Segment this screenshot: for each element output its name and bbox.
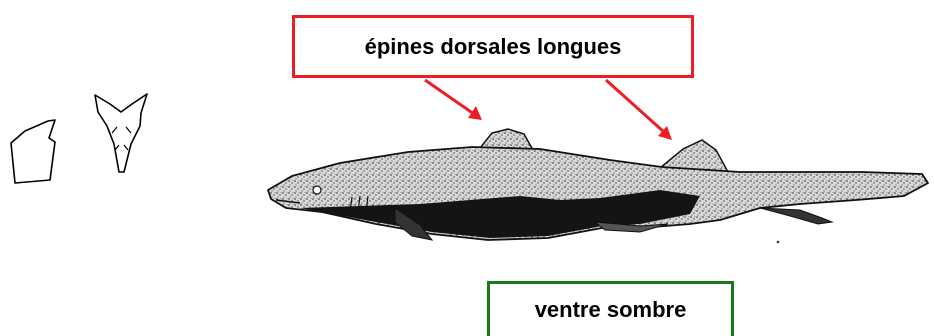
- arrow-to-first-dorsal-spine: [425, 80, 482, 120]
- arrow-to-second-dorsal-spine: [606, 80, 672, 140]
- upper-jaw-tooth-icon: [95, 94, 147, 172]
- lower-jaw-tooth-icon: [11, 120, 55, 183]
- dark-belly-label: ventre sombre: [487, 281, 734, 336]
- dorsal-spines-label: épines dorsales longues: [292, 15, 694, 78]
- shark-illustration: [268, 129, 928, 243]
